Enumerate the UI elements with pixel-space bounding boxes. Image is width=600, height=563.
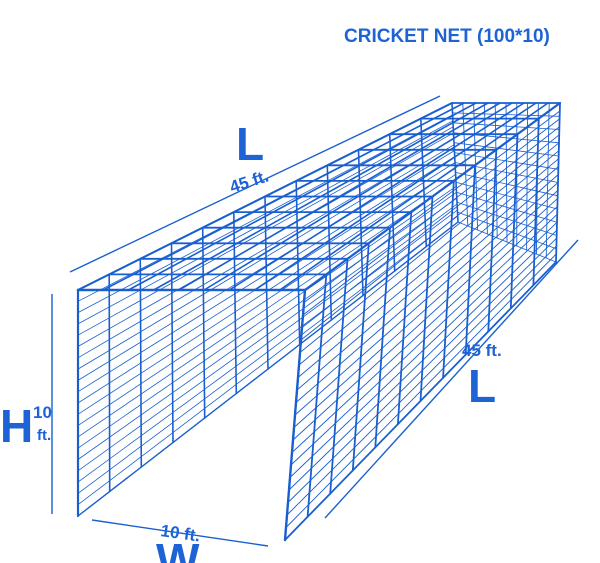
left-wall-h-strand [77, 191, 457, 460]
roof-h-strand [278, 102, 549, 291]
left-wall-h-strand [77, 209, 458, 494]
roof-h-strand [127, 102, 477, 291]
length-value-side: 45 ft. [462, 341, 502, 360]
left-wall-h-strand [77, 215, 459, 506]
left-wall-h-strand [77, 185, 457, 449]
left-wall-h-strand [77, 150, 455, 381]
right-wall-h-strand [295, 174, 559, 403]
right-wall-h-strand [286, 245, 557, 516]
right-wall-h-strand [292, 197, 559, 441]
right-wall-h-strand [290, 213, 558, 466]
front-right-edge [283, 288, 307, 542]
back-panel-h-strand [452, 122, 560, 130]
left-bottom-edge [77, 221, 459, 517]
right-wall-h-strand [301, 126, 560, 328]
roof-h-strand [228, 102, 525, 291]
roof-h-strand [253, 102, 537, 291]
left-wall-h-strand [77, 114, 454, 314]
right-top-edge [303, 101, 562, 292]
right-wall-h-strand [285, 253, 557, 528]
right-wall-h-strand [300, 134, 560, 341]
right-wall-h-strand [294, 182, 559, 416]
top-length-dimension-line [69, 95, 441, 273]
side-length-dimension-line [324, 239, 579, 519]
right-wall-h-strand [293, 189, 559, 428]
width-dimension-line [91, 519, 269, 547]
roof-h-strand [152, 102, 489, 291]
back-panel-h-strand [455, 181, 558, 210]
left-wall-h-strand [77, 197, 458, 472]
right-wall-h-strand [299, 142, 560, 353]
left-wall-h-strand [77, 179, 457, 438]
back-panel-h-strand [457, 211, 557, 250]
right-wall-h-strand [297, 158, 560, 378]
back-panel-h-strand [453, 142, 560, 157]
roof-h-strand [102, 102, 465, 291]
left-wall-h-strand [77, 167, 456, 415]
roof-h-strand [178, 102, 501, 291]
left-top-edge [77, 102, 453, 291]
right-wall-h-strand [302, 118, 561, 316]
left-wall-h-strand [77, 173, 457, 427]
length-letter-top: L [236, 118, 264, 170]
left-wall-h-strand [77, 203, 458, 483]
length-letter-side: L [468, 360, 496, 412]
left-wall-h-strand [77, 144, 455, 370]
right-wall-h-strand [303, 110, 561, 303]
height-value-unit: ft. [37, 427, 51, 444]
right-wall-h-strand [296, 166, 559, 391]
left-wall-h-strand [77, 126, 454, 336]
height-letter: H [0, 400, 33, 452]
right-wall-h-strand [288, 229, 558, 491]
width-letter: W [156, 534, 200, 563]
length-value-top: 45 ft. [227, 166, 271, 196]
net-mesh [76, 101, 562, 542]
height-value-number: 10 [33, 403, 52, 422]
right-wall-h-strand [298, 150, 560, 366]
left-wall-h-strand [77, 138, 455, 359]
right-wall-h-strand [287, 237, 558, 503]
diagram-title: CRICKET NET (100*10) [344, 26, 550, 47]
right-wall-h-strand [289, 221, 558, 478]
right-bottom-edge [284, 261, 557, 541]
roof-h-strand [203, 102, 513, 291]
right-wall-h-strand [291, 205, 558, 453]
